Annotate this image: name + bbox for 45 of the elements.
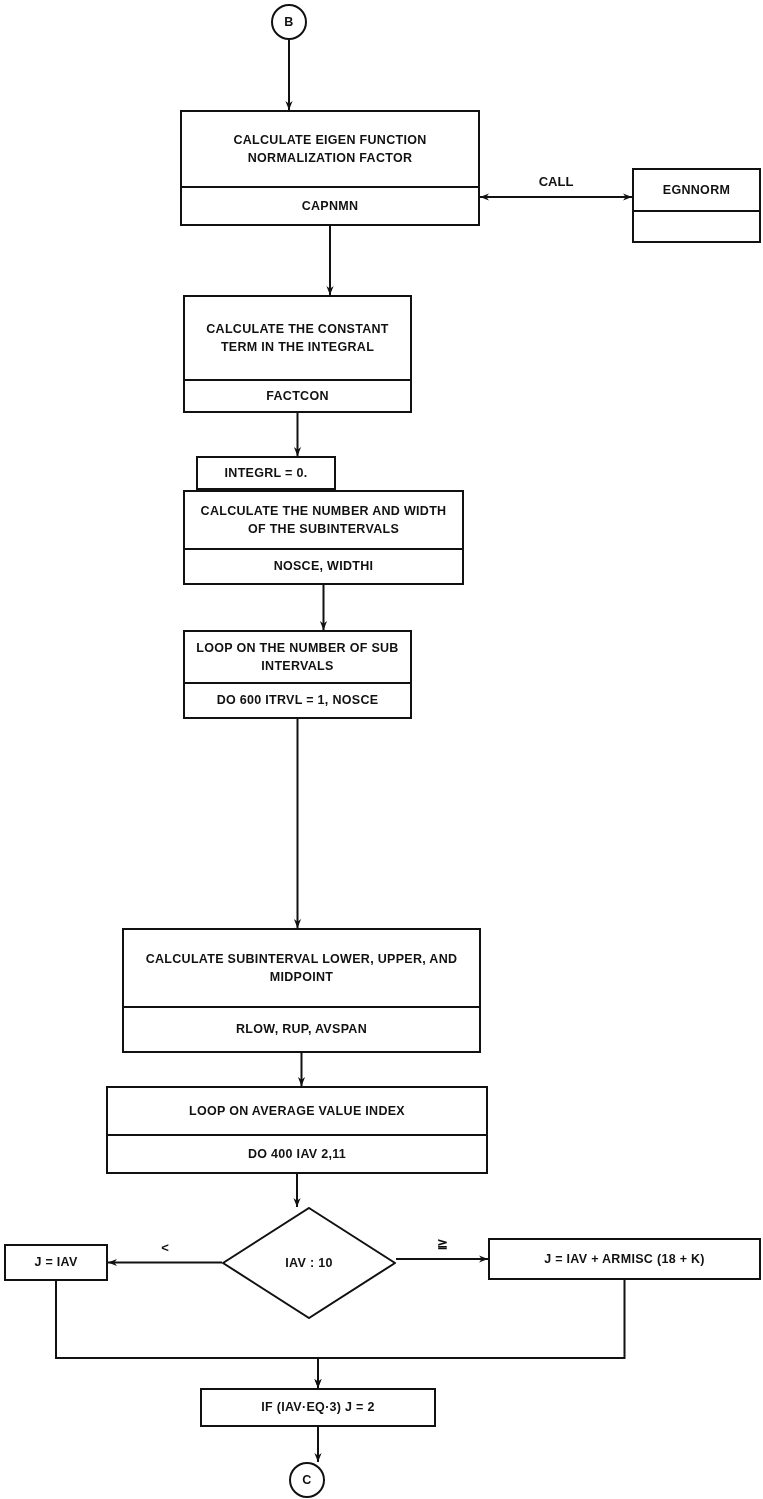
step-description: CALCULATE EIGEN FUNCTION NORMALIZATION FACTOR xyxy=(232,131,428,167)
process-box xyxy=(183,630,412,719)
arrow xyxy=(293,718,302,929)
arrow xyxy=(285,39,293,111)
connector-circle xyxy=(271,4,307,40)
step-text: IAV : 10 xyxy=(285,1254,333,1272)
arrow xyxy=(297,1052,306,1087)
step-description: CALCULATE THE NUMBER AND WIDTH OF THE SUBINTERVALS xyxy=(199,502,448,538)
arrow xyxy=(293,412,302,457)
arrow xyxy=(314,1279,626,1389)
step-text: J = IAV xyxy=(34,1254,78,1272)
step-text: IF (IAV·EQ·3) J = 2 xyxy=(261,1399,375,1417)
process-box xyxy=(183,295,412,413)
step-text: NOSCE, WIDTHI xyxy=(273,558,374,576)
step-text: RLOW, RUP, AVSPAN xyxy=(235,1021,367,1039)
step-text: B xyxy=(284,13,294,31)
step-text: FACTCON xyxy=(266,387,329,405)
connector-circle xyxy=(289,1462,325,1498)
step-text: CAPNMN xyxy=(301,197,359,215)
arrow xyxy=(319,584,328,631)
process-box xyxy=(180,110,480,226)
step-description: EGNNORM xyxy=(662,181,731,199)
step-description: LOOP ON AVERAGE VALUE INDEX xyxy=(189,1102,405,1120)
step-text: C xyxy=(302,1471,312,1489)
step-text: INTEGRL = 0. xyxy=(224,464,308,482)
step-description: CALCULATE SUBINTERVAL LOWER, UPPER, AND MIDPOINT xyxy=(144,950,459,986)
arrow xyxy=(326,225,334,296)
process-box xyxy=(122,928,481,1053)
process-box xyxy=(106,1086,488,1174)
process-box xyxy=(183,490,464,585)
process-box xyxy=(200,1388,436,1427)
arrow xyxy=(479,193,633,201)
process-box xyxy=(4,1244,108,1281)
step-text: J = IAV + ARMISC (18 + K) xyxy=(544,1250,705,1268)
step-text: DO 400 IAV 2,11 xyxy=(247,1145,347,1163)
process-box xyxy=(488,1238,761,1280)
process-box xyxy=(196,456,336,490)
step-description: CALCULATE THE CONSTANT TERM IN THE INTEGRAL xyxy=(205,320,390,356)
step-text: DO 600 ITRVL = 1, NOSCE xyxy=(216,692,379,710)
step-description: LOOP ON THE NUMBER OF SUB INTERVALS xyxy=(195,639,400,675)
process-box xyxy=(632,168,761,243)
arrow xyxy=(107,1258,223,1267)
arrow xyxy=(293,1173,301,1208)
arrow xyxy=(395,1255,489,1263)
arrow xyxy=(314,1426,322,1463)
